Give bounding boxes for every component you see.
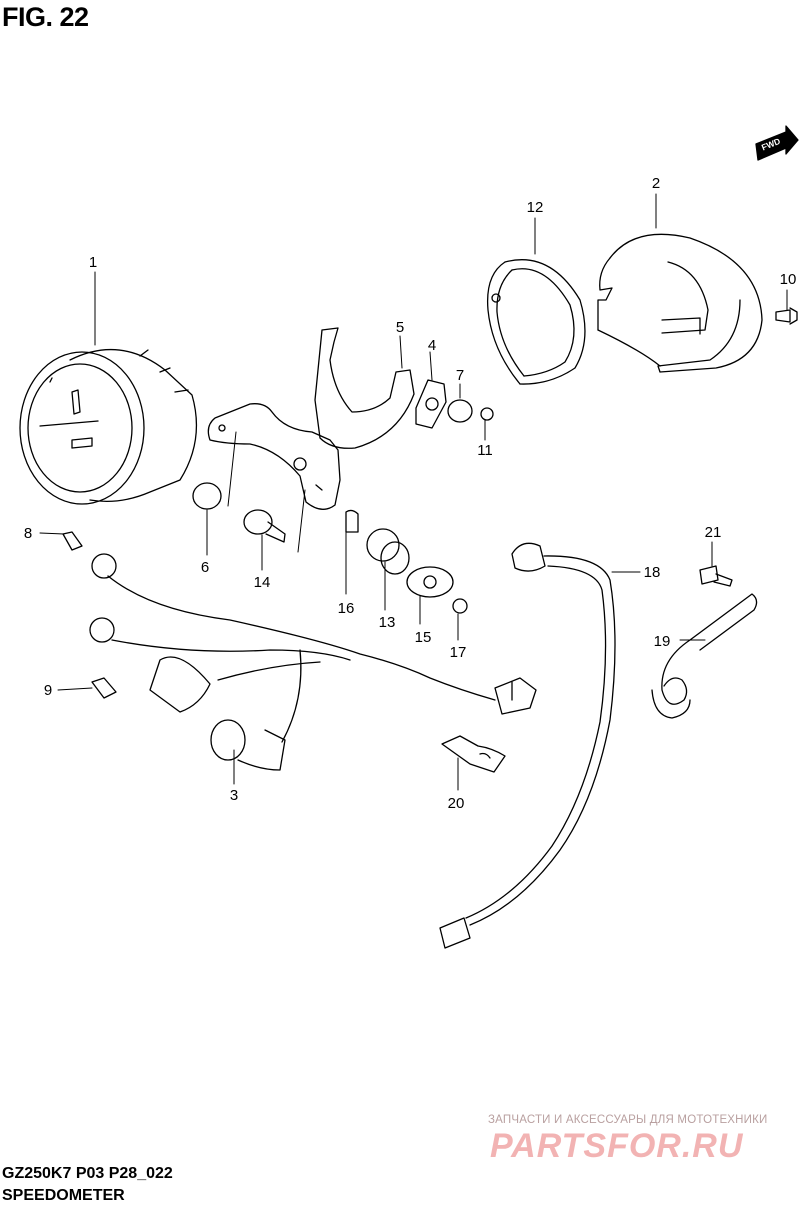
speedometer-cable	[439, 542, 616, 949]
meter-bracket	[207, 327, 415, 510]
callout-7: 7	[456, 367, 464, 384]
callout-1: 1	[89, 254, 97, 271]
watermark-logo: PARTSFOR.RU	[490, 1127, 744, 1165]
callout-10: 10	[780, 271, 797, 288]
fwd-arrow-icon	[755, 125, 799, 161]
callout-18: 18	[644, 564, 661, 581]
callout-12: 12	[527, 199, 544, 216]
speedometer-gauge	[19, 349, 198, 505]
callout-13: 13	[379, 614, 396, 631]
bulbs	[62, 531, 117, 699]
callout-3: 3	[230, 787, 238, 804]
model-code: GZ250K7 P03 P28_022	[2, 1165, 173, 1182]
callout-8: 8	[24, 525, 32, 542]
callout-6: 6	[201, 559, 209, 576]
callout-20: 20	[448, 795, 465, 812]
callout-21: 21	[705, 524, 722, 541]
callout-11: 11	[477, 442, 493, 459]
small-clip-and-washers	[415, 379, 494, 429]
watermark-tagline: ЗАПЧАСТИ И АКСЕССУАРЫ ДЛЯ МОТОТЕХНИКИ	[488, 1114, 768, 1126]
callout-leaders	[39, 193, 788, 791]
callout-9: 9	[44, 682, 52, 699]
callout-16: 16	[338, 600, 355, 617]
callout-17: 17	[450, 644, 467, 661]
meter-case	[597, 233, 763, 373]
callout-5: 5	[396, 319, 404, 336]
wiring-harness	[89, 553, 537, 771]
return-spring	[651, 593, 758, 719]
figure-title: FIG. 22	[2, 2, 89, 32]
callout-2: 2	[652, 175, 660, 192]
figure-caption: SPEEDOMETER	[2, 1187, 125, 1204]
callout-19: 19	[654, 633, 671, 650]
callout-15: 15	[415, 629, 432, 646]
callout-4: 4	[428, 337, 436, 354]
callout-14: 14	[254, 574, 271, 591]
grommets-and-bolts	[192, 482, 468, 614]
screw-10	[775, 307, 798, 325]
bezel-ring	[486, 259, 586, 385]
bolt-21	[699, 565, 733, 587]
harness-clamp	[441, 735, 506, 773]
